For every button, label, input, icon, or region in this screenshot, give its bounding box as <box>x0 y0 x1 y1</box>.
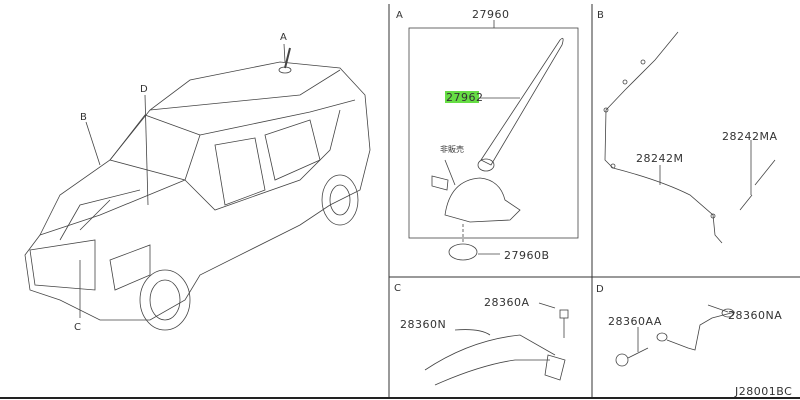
ground-strap-d-drawing <box>615 304 736 367</box>
part-28360a[interactable]: 28360A <box>484 296 530 309</box>
diagram-code: J28001BC <box>734 385 792 398</box>
vehicle-callout-c: C <box>74 322 81 333</box>
part-27960[interactable]: 27960 <box>472 8 510 21</box>
ground-strap-c-drawing <box>424 302 569 386</box>
feeder-cable-drawing <box>603 31 776 244</box>
section-a-label: A <box>396 10 403 21</box>
section-c-label: C <box>394 283 401 294</box>
antenna-assembly-drawing <box>408 20 579 261</box>
section-d-label: D <box>596 284 604 295</box>
part-27962[interactable]: 27962 <box>446 91 484 104</box>
highlight-27962 <box>445 91 479 103</box>
part-28242ma[interactable]: 28242MA <box>722 130 778 143</box>
vehicle-illustration <box>24 43 371 331</box>
not-sold-note: 非販売 <box>440 144 464 154</box>
part-28360na[interactable]: 28360NA <box>728 309 782 322</box>
vehicle-callout-a: A <box>280 32 287 43</box>
part-28242m[interactable]: 28242M <box>636 152 683 165</box>
part-27960b[interactable]: 27960B <box>504 249 550 262</box>
part-28360n[interactable]: 28360N <box>400 318 446 331</box>
vehicle-callout-d: D <box>140 84 148 95</box>
part-28360aa[interactable]: 28360AA <box>608 315 662 328</box>
section-b-label: B <box>597 10 604 21</box>
vehicle-callout-b: B <box>80 112 87 123</box>
section-dividers <box>0 4 800 399</box>
